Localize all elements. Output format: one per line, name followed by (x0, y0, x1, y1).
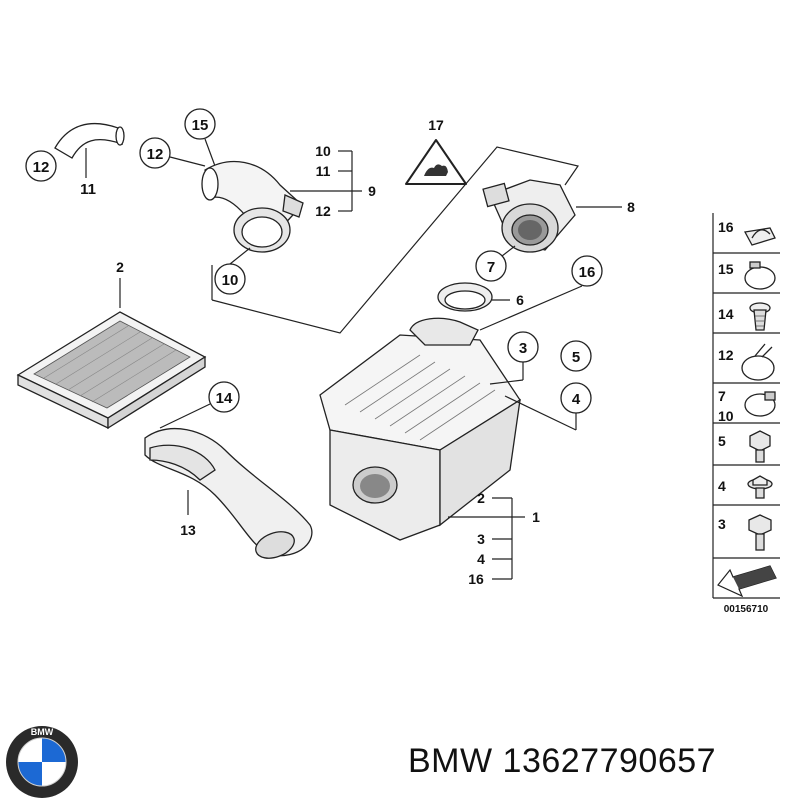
brand-name: BMW (408, 742, 493, 780)
footer-part-label: BMW 13627790657 (408, 742, 716, 781)
callout-13: 13 (180, 522, 196, 538)
diagram-code: 00156710 (724, 604, 769, 615)
filter-housing-1 (319, 317, 521, 541)
push-rivet-icon (749, 302, 771, 331)
callout-5: 5 (572, 349, 580, 366)
callout-1-4: 4 (477, 551, 485, 567)
air-filter-2 (16, 311, 207, 430)
callout-1-16: 16 (468, 571, 484, 587)
bmw-logo-icon: BMW (6, 726, 78, 798)
band-clamp-icon (744, 391, 776, 417)
direction-arrow-icon (717, 565, 777, 598)
callout-2: 2 (116, 259, 124, 275)
hex-screw-icon (748, 514, 772, 551)
callout-8: 8 (627, 199, 635, 215)
legend-num-4: 4 (718, 478, 726, 494)
callout-12-mid: 12 (147, 146, 164, 163)
legend-num-3: 3 (718, 516, 726, 532)
legend-panel: 16 15 14 12 7 10 5 4 3 (712, 213, 780, 615)
legend-num-10: 10 (718, 408, 734, 424)
callout-1: 1 (532, 509, 540, 525)
hex-bolt-icon (749, 430, 771, 463)
logo-text: BMW (31, 727, 54, 737)
callout-10-group: 10 (315, 143, 331, 159)
callout-15: 15 (192, 117, 209, 134)
legend-num-15: 15 (718, 261, 734, 277)
hose-clamp-icon (744, 261, 776, 290)
callout-16: 16 (579, 264, 596, 281)
callout-10-left: 10 (222, 272, 239, 289)
callout-14: 14 (216, 390, 233, 407)
callout-4: 4 (572, 391, 581, 408)
flange-bolt-icon (747, 475, 773, 499)
air-mass-meter-8 (482, 179, 576, 253)
seal-ring-6 (437, 282, 493, 312)
callout-9: 9 (368, 183, 376, 199)
callout-7: 7 (487, 259, 495, 276)
callout-11-group: 11 (316, 163, 331, 179)
callout-1-2: 2 (477, 490, 485, 506)
clip-icon (743, 227, 776, 246)
warning-triangle-icon (405, 139, 467, 185)
legend-num-7: 7 (718, 388, 726, 404)
callout-11: 11 (80, 181, 96, 198)
legend-num-16: 16 (718, 219, 734, 235)
callout-12-left: 12 (33, 159, 50, 176)
callout-17: 17 (428, 117, 444, 133)
spring-clamp-icon (741, 343, 775, 381)
part-number: 13627790657 (502, 742, 717, 780)
callout-3: 3 (519, 340, 527, 357)
callout-1-3: 3 (477, 531, 485, 547)
legend-num-5: 5 (718, 433, 726, 449)
intake-elbow-9 (201, 160, 304, 253)
legend-num-12: 12 (718, 347, 734, 363)
callout-12-group: 12 (315, 203, 331, 219)
intake-duct-13 (144, 428, 313, 559)
callout-6: 6 (516, 292, 524, 308)
legend-num-14: 14 (718, 306, 734, 322)
hose-11 (54, 122, 125, 159)
